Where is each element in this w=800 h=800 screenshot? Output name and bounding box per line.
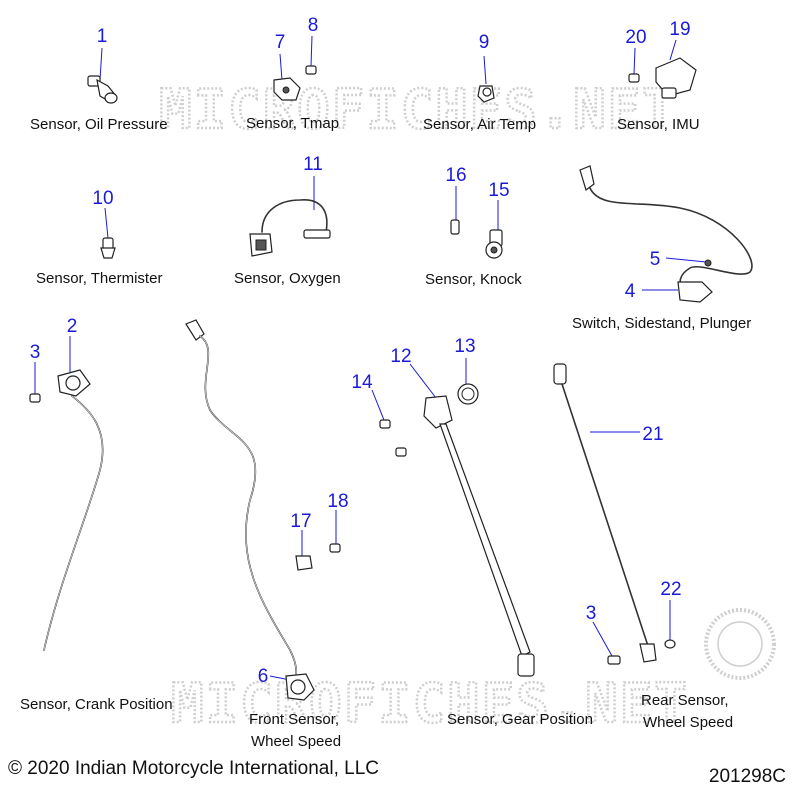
- callout-3-right: 3: [586, 603, 597, 624]
- part-front-wheel-speed-sensor: [185, 319, 315, 701]
- caption-rear-speed-1: Rear Sensor,: [641, 692, 729, 709]
- part-nut-and-bolt: [295, 510, 341, 571]
- callout-5: 5: [650, 249, 661, 270]
- callout-12: 12: [390, 346, 411, 367]
- callout-14: 14: [351, 372, 373, 393]
- copyright-notice: © 2020 Indian Motorcycle International, …: [8, 758, 379, 779]
- caption-rear-speed-2: Wheel Speed: [643, 714, 733, 731]
- part-oil-pressure-sensor: [87, 47, 118, 104]
- watermark-top: MICROFICHES.NET: [158, 77, 677, 143]
- callout-8: 8: [308, 15, 319, 36]
- callout-1: 1: [97, 26, 108, 47]
- watermark-bottom: MICROFICHES.NET: [170, 671, 689, 737]
- caption-sidestand: Switch, Sidestand, Plunger: [572, 315, 751, 332]
- callout-13: 13: [454, 336, 475, 357]
- part-crank-position-sensor: [29, 336, 104, 651]
- callout-9: 9: [479, 32, 490, 53]
- part-knock-sensor: [450, 186, 503, 259]
- part-rear-wheel-speed-sensor: [553, 363, 776, 680]
- callout-7: 7: [275, 32, 286, 53]
- caption-front-speed-1: Front Sensor,: [249, 711, 339, 728]
- part-thermister-sensor: [100, 207, 116, 259]
- caption-imu: Sensor, IMU: [617, 116, 700, 133]
- caption-oil-pressure: Sensor, Oil Pressure: [30, 116, 168, 133]
- callout-22: 22: [660, 579, 681, 600]
- callout-2: 2: [67, 316, 78, 337]
- callout-10: 10: [92, 188, 113, 209]
- callout-4: 4: [625, 281, 636, 302]
- caption-front-speed-2: Wheel Speed: [251, 733, 341, 750]
- caption-crank-position: Sensor, Crank Position: [20, 696, 173, 713]
- callout-15: 15: [488, 180, 509, 201]
- part-imu-sensor: [628, 39, 697, 99]
- caption-gear-position: Sensor, Gear Position: [447, 711, 593, 728]
- svg-text:MICROFICHES.NET: MICROFICHES.NET: [159, 78, 677, 141]
- caption-oxygen: Sensor, Oxygen: [234, 270, 341, 287]
- caption-thermister: Sensor, Thermister: [36, 270, 162, 287]
- callout-6: 6: [258, 666, 269, 687]
- callout-17: 17: [290, 511, 311, 532]
- part-oxygen-sensor: [249, 176, 331, 257]
- caption-air-temp: Sensor, Air Temp: [423, 116, 536, 133]
- part-air-temp-sensor: [477, 55, 495, 103]
- callout-20: 20: [625, 27, 646, 48]
- part-sidestand-switch: [579, 165, 753, 303]
- callout-21: 21: [642, 424, 663, 445]
- part-tmap-sensor: [273, 35, 317, 101]
- caption-tmap: Sensor, Tmap: [246, 115, 339, 132]
- svg-text:MICROFICHES.NET: MICROFICHES.NET: [171, 672, 689, 735]
- part-gear-position-sensor: [371, 358, 535, 677]
- callout-3-left: 3: [30, 342, 41, 363]
- callout-19: 19: [669, 19, 690, 40]
- caption-knock: Sensor, Knock: [425, 271, 522, 288]
- callout-16: 16: [445, 165, 466, 186]
- document-number: 201298C: [708, 766, 786, 787]
- callout-18: 18: [327, 491, 348, 512]
- callout-11: 11: [303, 154, 323, 175]
